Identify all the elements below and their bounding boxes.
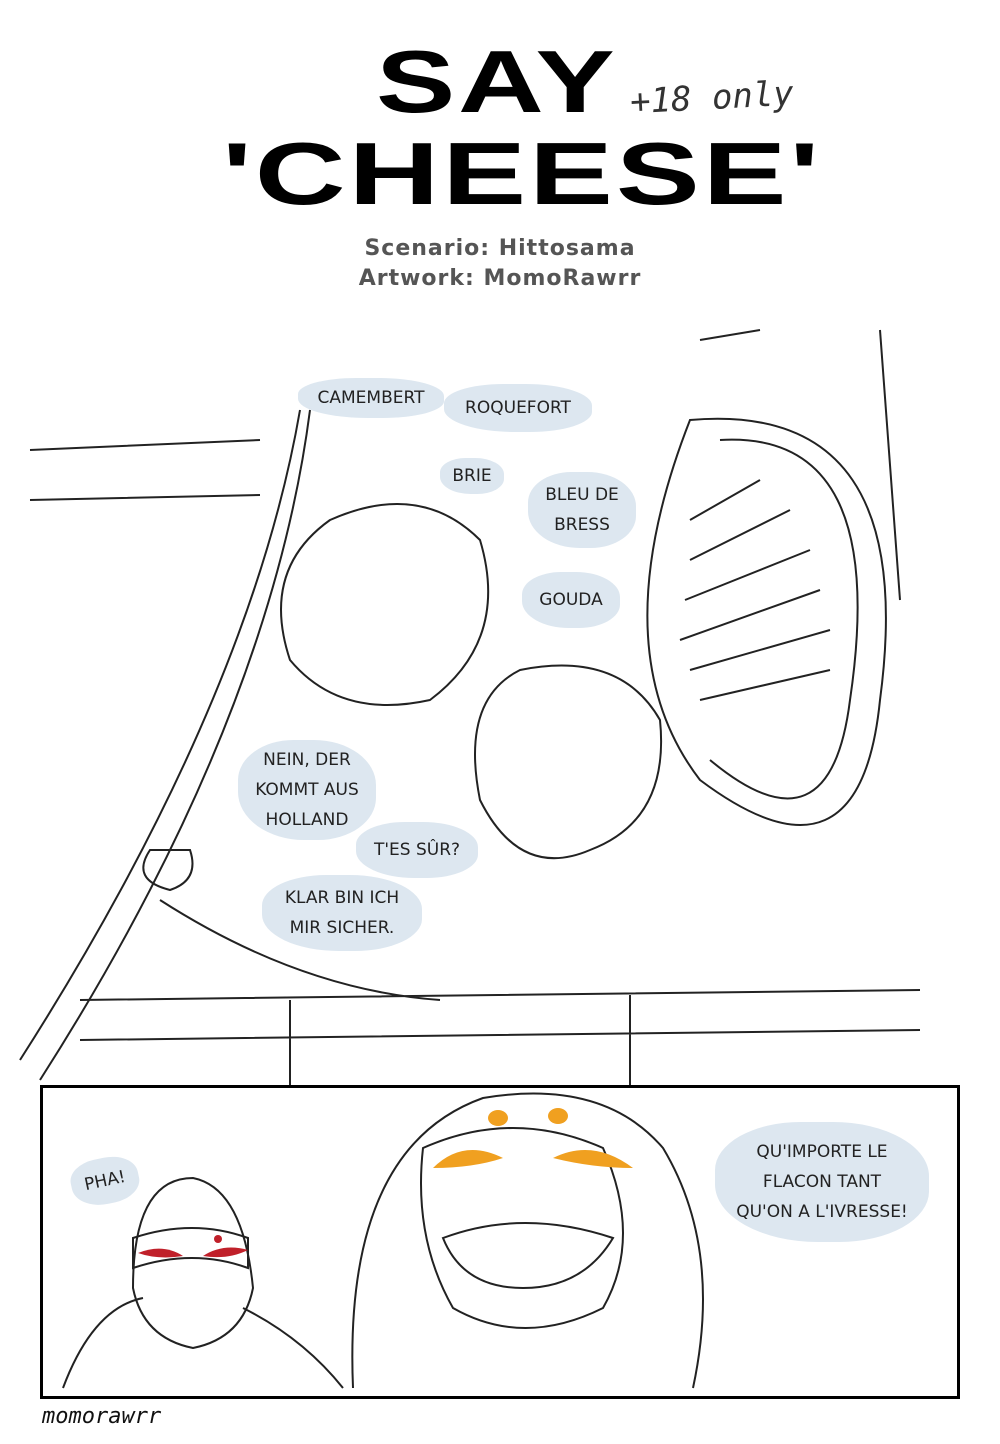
artist-signature: momorawrr (42, 1404, 162, 1429)
speech-bubble-camembert: CAMEMBERT (298, 378, 444, 418)
rating-label: +18 only (629, 73, 795, 123)
speech-bubble-nein: NEIN, DER KOMMT AUS HOLLAND (238, 740, 376, 840)
panel-2: PHA! QU'IMPORTE LE FLACON TANT QU'ON A L… (40, 1085, 960, 1399)
speech-bubble-gouda: GOUDA (522, 572, 620, 628)
panel2-artwork (62, 1092, 704, 1389)
speech-bubble-tes-sur: T'ES SÛR? (356, 822, 478, 878)
speech-bubble-roquefort: ROQUEFORT (444, 384, 592, 432)
credit-artwork: Artwork: MomoRawrr (358, 266, 642, 291)
speech-bubble-bleu-de-bress: BLEU DE BRESS (528, 472, 636, 548)
title-line-2: 'CHEESE' (222, 124, 823, 223)
speech-bubble-brie: BRIE (440, 458, 504, 494)
speech-bubble-klar: KLAR BIN ICH MIR SICHER. (262, 875, 422, 951)
title-line-1: SAY (376, 32, 618, 131)
speech-bubble-quimporte: QU'IMPORTE LE FLACON TANT QU'ON A L'IVRE… (715, 1122, 929, 1242)
credit-scenario: Scenario: Hittosama (364, 236, 636, 261)
